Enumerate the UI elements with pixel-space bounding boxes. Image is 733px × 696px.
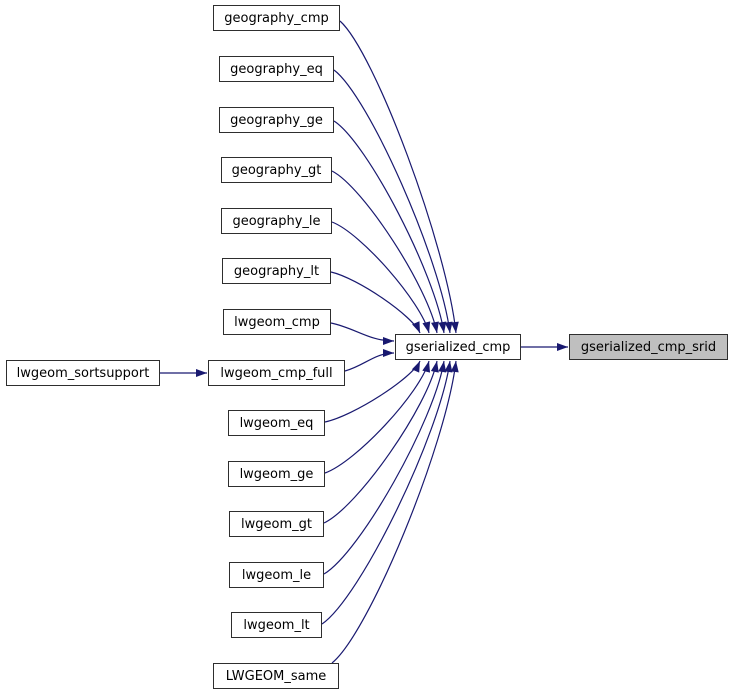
edge-geography_lt-gserialized_cmp bbox=[330, 271, 421, 334]
node-lwgeom_lt[interactable]: lwgeom_lt bbox=[231, 612, 322, 638]
edge-geography_le-gserialized_cmp bbox=[331, 221, 430, 334]
arrowhead-geography_eq-gserialized_cmp bbox=[444, 321, 453, 333]
node-lwgeom_ge[interactable]: lwgeom_ge bbox=[228, 461, 325, 487]
arrowhead-geography_cmp-gserialized_cmp bbox=[450, 321, 459, 333]
arrowhead-geography_ge-gserialized_cmp bbox=[438, 321, 447, 333]
arrowhead-geography_gt-gserialized_cmp bbox=[431, 321, 439, 333]
node-lwgeom_sortsupport[interactable]: lwgeom_sortsupport bbox=[6, 360, 160, 386]
edge-geography_cmp-gserialized_cmp bbox=[339, 20, 457, 334]
node-lwgeom_eq[interactable]: lwgeom_eq bbox=[228, 410, 325, 436]
edge-lwgeom_cmp_full-gserialized_cmp bbox=[344, 352, 395, 372]
arrowhead-lwgeom_lt-gserialized_cmp bbox=[444, 361, 453, 373]
node-geography_gt[interactable]: geography_gt bbox=[221, 157, 332, 183]
arrowhead-geography_le-gserialized_cmp bbox=[422, 321, 431, 333]
node-lwgeom_gt[interactable]: lwgeom_gt bbox=[229, 511, 324, 537]
edge-geography_gt-gserialized_cmp bbox=[331, 170, 438, 334]
arrowhead-gserialized_cmp-gserialized_cmp_srid bbox=[557, 343, 568, 351]
edge-lwgeom_le-gserialized_cmp bbox=[323, 360, 445, 575]
edge-lwgeom_gt-gserialized_cmp bbox=[323, 360, 438, 524]
node-geography_ge[interactable]: geography_ge bbox=[219, 107, 334, 133]
arrowhead-lwgeom_gt-gserialized_cmp bbox=[430, 361, 439, 373]
edge-geography_ge-gserialized_cmp bbox=[333, 120, 445, 334]
arrowhead-lwgeom_ge-gserialized_cmp bbox=[422, 361, 431, 373]
edge-LWGEOM_same-gserialized_cmp bbox=[331, 360, 457, 664]
node-gserialized_cmp[interactable]: gserialized_cmp bbox=[395, 334, 521, 360]
arrowhead-LWGEOM_same-gserialized_cmp bbox=[450, 361, 459, 373]
node-lwgeom_le[interactable]: lwgeom_le bbox=[229, 562, 324, 588]
edge-lwgeom_lt-gserialized_cmp bbox=[321, 360, 451, 625]
node-geography_le[interactable]: geography_le bbox=[221, 208, 332, 234]
arrowhead-lwgeom_le-gserialized_cmp bbox=[438, 361, 447, 373]
node-geography_lt[interactable]: geography_lt bbox=[222, 258, 331, 284]
node-lwgeom_cmp[interactable]: lwgeom_cmp bbox=[223, 309, 331, 335]
node-gserialized_cmp_srid: gserialized_cmp_srid bbox=[569, 334, 728, 360]
node-lwgeom_cmp_full[interactable]: lwgeom_cmp_full bbox=[208, 360, 345, 386]
node-geography_eq[interactable]: geography_eq bbox=[219, 56, 334, 82]
node-geography_cmp[interactable]: geography_cmp bbox=[213, 5, 340, 31]
arrowhead-lwgeom_sortsupport-lwgeom_cmp_full bbox=[196, 369, 207, 377]
arrowhead-lwgeom_cmp_full-gserialized_cmp bbox=[383, 349, 394, 357]
edge-lwgeom_ge-gserialized_cmp bbox=[324, 360, 430, 474]
edge-geography_eq-gserialized_cmp bbox=[333, 69, 451, 334]
arrowhead-lwgeom_cmp-gserialized_cmp bbox=[383, 337, 394, 345]
arrowhead-lwgeom_eq-gserialized_cmp bbox=[411, 361, 420, 373]
node-LWGEOM_same[interactable]: LWGEOM_same bbox=[213, 663, 339, 689]
arrowhead-geography_lt-gserialized_cmp bbox=[412, 321, 420, 333]
